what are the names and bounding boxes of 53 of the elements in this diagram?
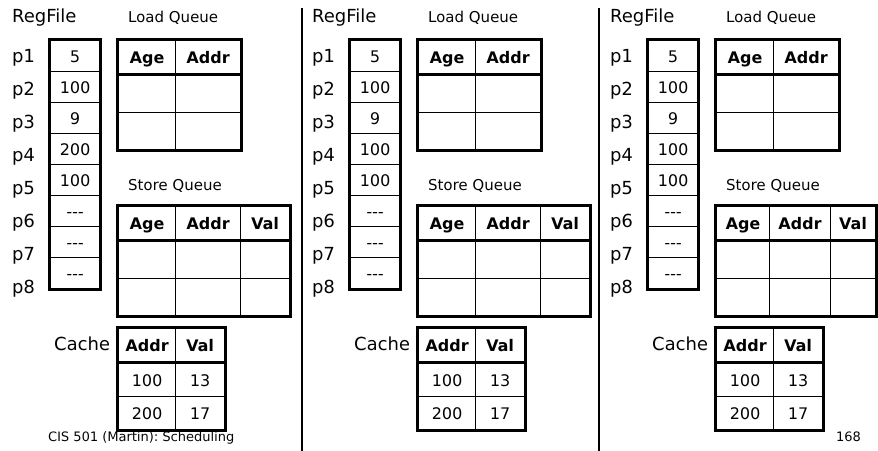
register-label: p6 <box>610 211 633 232</box>
table-cell: 100 <box>118 362 176 396</box>
register-label: p4 <box>12 145 35 166</box>
table-title: RegFile <box>312 6 376 27</box>
register-label: p8 <box>12 277 35 298</box>
table-title: Load Queue <box>428 8 518 26</box>
register-label: p3 <box>312 112 335 133</box>
register-label: p6 <box>312 211 335 232</box>
register-label: p4 <box>312 145 335 166</box>
table-title: RegFile <box>610 6 674 27</box>
column-header: Age <box>716 40 774 74</box>
column-header: Age <box>418 40 476 74</box>
register-label: p1 <box>12 46 35 67</box>
column-header: Age <box>118 40 176 74</box>
register-label: p8 <box>610 277 633 298</box>
register-label: p5 <box>12 178 35 199</box>
register-label: p2 <box>312 79 335 100</box>
table-title: Cache <box>652 334 708 355</box>
register-label: p3 <box>610 112 633 133</box>
column-header: Addr <box>118 328 176 362</box>
footer-text: CIS 501 (Martin): Scheduling <box>48 430 234 445</box>
table-cell: 100 <box>716 362 774 396</box>
register-label: p4 <box>610 145 633 166</box>
register-label: p1 <box>312 46 335 67</box>
column-header: Age <box>418 206 476 240</box>
register-label: p7 <box>312 244 335 265</box>
column-header: Age <box>118 206 176 240</box>
table-title: Cache <box>54 334 110 355</box>
column-header: Addr <box>176 206 240 240</box>
column-header: Addr <box>716 328 774 362</box>
table-title: Store Queue <box>428 176 522 194</box>
register-label: p7 <box>610 244 633 265</box>
table-title: Cache <box>354 334 410 355</box>
register-label: p2 <box>12 79 35 100</box>
table-title: Store Queue <box>726 176 820 194</box>
table-title: Store Queue <box>128 176 222 194</box>
table-cell: 100 <box>418 362 476 396</box>
register-label: p7 <box>12 244 35 265</box>
register-label: p3 <box>12 112 35 133</box>
page-number: 168 <box>836 430 861 445</box>
register-label: p8 <box>312 277 335 298</box>
register-label: p2 <box>610 79 633 100</box>
column-header: Addr <box>769 206 830 240</box>
register-label: p6 <box>12 211 35 232</box>
column-header: Age <box>716 206 770 240</box>
table-title: Load Queue <box>726 8 816 26</box>
column-header: Addr <box>418 328 476 362</box>
column-header: Addr <box>476 206 540 240</box>
register-label: p5 <box>610 178 633 199</box>
register-label: p1 <box>610 46 633 67</box>
table-title: Load Queue <box>128 8 218 26</box>
table-title: RegFile <box>12 6 76 27</box>
register-label: p5 <box>312 178 335 199</box>
